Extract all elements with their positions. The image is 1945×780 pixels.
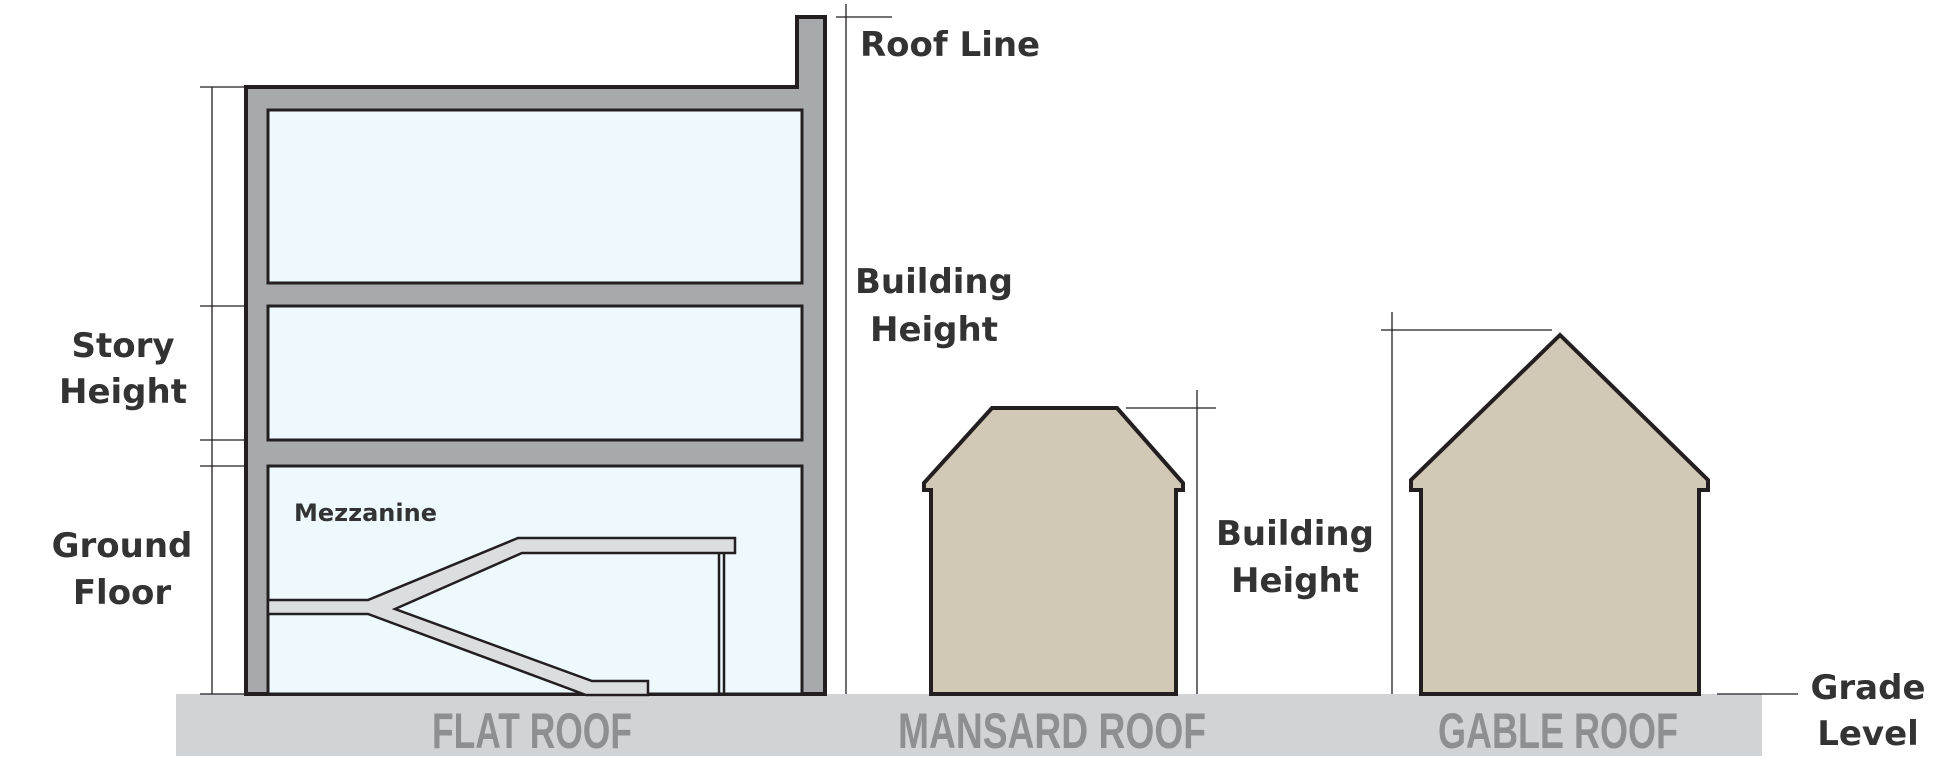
mansard-height-dimension xyxy=(1126,390,1216,694)
floor-3-interior xyxy=(266,108,804,285)
ground-floor-label-line2: Floor xyxy=(73,573,172,613)
grade-level-label: Grade xyxy=(1810,668,1925,708)
building-height-label-right: Building xyxy=(1216,514,1374,554)
mezzanine-label: Mezzanine xyxy=(294,499,437,527)
mansard-roof-house xyxy=(922,406,1185,696)
roof-line-label: Roof Line xyxy=(860,25,1040,65)
ground-floor-label: Ground xyxy=(52,526,193,566)
roof-line-dimension xyxy=(836,4,892,694)
mezzanine-structure xyxy=(266,536,737,697)
gable-height-dimension xyxy=(1381,312,1552,694)
story-dimension-line xyxy=(200,86,244,695)
grade-band xyxy=(176,694,1762,756)
gable-roof-house xyxy=(1409,332,1710,696)
building-height-label-right-line2: Height xyxy=(1231,561,1359,601)
story-height-label-line2: Height xyxy=(59,372,187,412)
grade-level-label-line2: Level xyxy=(1817,714,1919,754)
building-height-label-left: Building xyxy=(855,262,1013,302)
building-height-label-left-line2: Height xyxy=(870,310,998,350)
story-height-label: Story xyxy=(71,326,174,366)
mansard-roof-title: MANSARD ROOF xyxy=(898,703,1206,759)
flat-roof-title: FLAT ROOF xyxy=(432,703,632,759)
floor-2-interior xyxy=(266,304,804,442)
flat-roof-building xyxy=(244,15,827,697)
gable-roof-title: GABLE ROOF xyxy=(1438,703,1678,759)
ground-floor-interior xyxy=(266,464,804,696)
